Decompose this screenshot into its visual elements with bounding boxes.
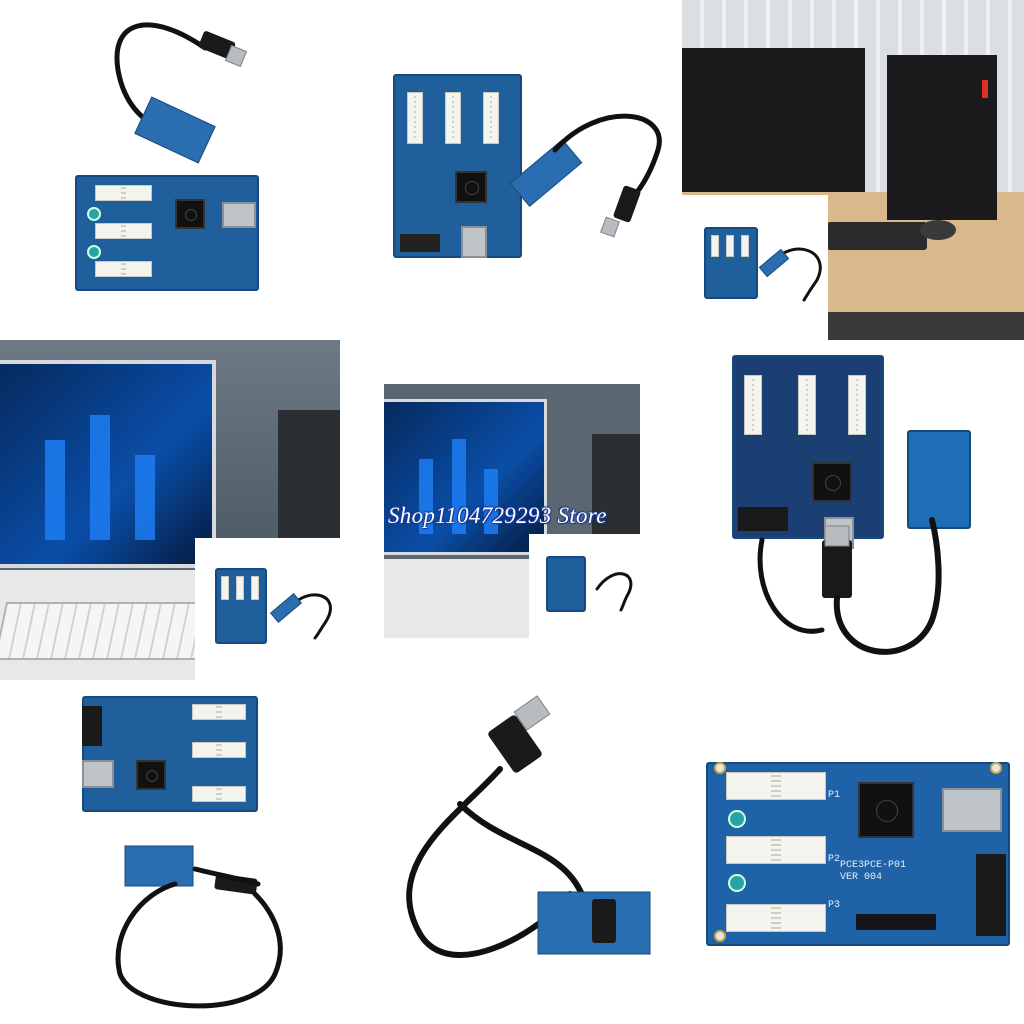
- product-photo-8: [340, 684, 682, 1024]
- riser-board: [393, 74, 522, 258]
- usb-cable: [406, 695, 651, 958]
- riser-board: [75, 175, 259, 291]
- product-photo-4: [0, 340, 340, 680]
- product-photo-3: [682, 0, 1024, 340]
- usb-cable: [114, 22, 248, 164]
- keyboard: [827, 222, 927, 250]
- silkscreen-version: VER 004: [840, 872, 883, 883]
- riser-board: [82, 696, 258, 812]
- riser-board: [732, 355, 884, 549]
- usb-cable: [115, 845, 283, 1009]
- usb-cable: [509, 113, 662, 238]
- silkscreen-p2: P2: [828, 854, 841, 865]
- silkscreen-p3: P3: [828, 900, 841, 911]
- riser-board: P1 P2 P3 PCE3PCE-P01 VER 004: [706, 762, 1010, 946]
- product-photo-5: [384, 384, 640, 638]
- silkscreen-model: PCE3PCE-P01: [840, 860, 907, 871]
- product-photo-1: [0, 0, 340, 340]
- store-watermark: Shop1104729293 Store: [388, 503, 607, 528]
- monitor: [682, 48, 865, 193]
- product-photo-2: [340, 0, 682, 340]
- mouse: [920, 220, 956, 240]
- product-photo-9: P1 P2 P3 PCE3PCE-P01 VER 004: [682, 684, 1024, 1024]
- pc-tower: [887, 55, 997, 220]
- silkscreen-p1: P1: [828, 790, 841, 801]
- usb-cable: [757, 517, 942, 655]
- product-photo-6: [682, 340, 1024, 680]
- keyboard: [0, 602, 211, 660]
- product-photo-7: [0, 684, 340, 1024]
